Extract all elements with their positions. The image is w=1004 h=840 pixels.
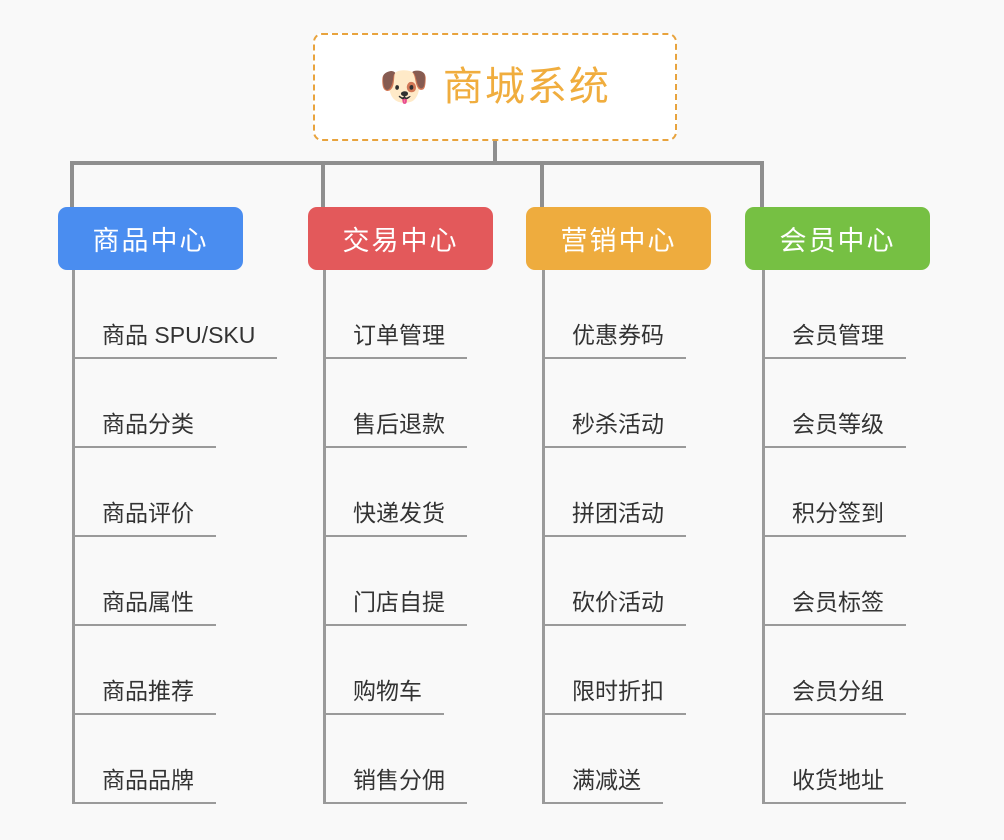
connector-bus-bar: [70, 161, 764, 165]
connector-root-stem: [493, 141, 497, 165]
leaf-item[interactable]: 销售分佣: [323, 715, 467, 804]
shiba-dog-face-icon: 🐶: [379, 65, 429, 109]
category-box-product-center[interactable]: 商品中心: [58, 207, 243, 270]
leaf-item[interactable]: 限时折扣: [542, 626, 686, 715]
leaf-item[interactable]: 门店自提: [323, 537, 467, 626]
root-node[interactable]: 🐶 商城系统: [313, 33, 677, 141]
leaf-item-label: 优惠券码: [542, 322, 686, 359]
leaf-item-label: 商品评价: [72, 500, 216, 537]
leaf-item-label: 砍价活动: [542, 589, 686, 626]
category-box-member-center[interactable]: 会员中心: [745, 207, 930, 270]
connector-drop-member-center: [760, 161, 764, 207]
leaf-item-label: 销售分佣: [323, 767, 467, 804]
leaf-item-label: 会员等级: [762, 411, 906, 448]
leaf-item[interactable]: 会员分组: [762, 626, 906, 715]
leaf-item[interactable]: 商品分类: [72, 359, 216, 448]
leaf-spine: [542, 270, 545, 804]
leaf-item-label: 会员分组: [762, 678, 906, 715]
leaf-item[interactable]: 购物车: [323, 626, 444, 715]
leaf-item-label: 会员管理: [762, 322, 906, 359]
leaf-item[interactable]: 砍价活动: [542, 537, 686, 626]
leaf-item[interactable]: 积分签到: [762, 448, 906, 537]
leaf-item-label: 收货地址: [762, 767, 906, 804]
leaf-item-label: 商品属性: [72, 589, 216, 626]
category-box-marketing-center[interactable]: 营销中心: [526, 207, 711, 270]
leaf-item[interactable]: 商品评价: [72, 448, 216, 537]
connector-drop-marketing-center: [540, 161, 544, 207]
leaf-item[interactable]: 商品 SPU/SKU: [72, 270, 278, 359]
category-label: 会员中心: [779, 226, 896, 256]
leaf-item[interactable]: 优惠券码: [542, 270, 686, 359]
leaf-item[interactable]: 快递发货: [323, 448, 467, 537]
leaf-item-label: 订单管理: [323, 322, 467, 359]
leaf-item[interactable]: 收货地址: [762, 715, 906, 804]
category-label: 商品中心: [92, 226, 209, 256]
leaf-item-label: 门店自提: [323, 589, 467, 626]
category-label: 营销中心: [560, 226, 677, 256]
leaf-item[interactable]: 会员管理: [762, 270, 906, 359]
leaf-item-label: 会员标签: [762, 589, 906, 626]
leaf-item-label: 商品品牌: [72, 767, 216, 804]
leaf-item-label: 秒杀活动: [542, 411, 686, 448]
leaf-spine: [72, 270, 75, 804]
category-label: 交易中心: [342, 226, 459, 256]
leaf-item-label: 商品 SPU/SKU: [72, 322, 278, 359]
leaf-item[interactable]: 会员等级: [762, 359, 906, 448]
leaf-spine: [762, 270, 765, 804]
leaf-spine: [323, 270, 326, 804]
root-title: 商城系统: [442, 65, 611, 109]
connector-drop-trade-center: [321, 161, 325, 207]
leaf-item[interactable]: 会员标签: [762, 537, 906, 626]
leaf-item[interactable]: 商品属性: [72, 537, 216, 626]
leaf-item-label: 拼团活动: [542, 500, 686, 537]
leaf-item-label: 购物车: [323, 678, 444, 715]
leaf-item[interactable]: 售后退款: [323, 359, 467, 448]
leaf-item[interactable]: 商品推荐: [72, 626, 216, 715]
leaf-item[interactable]: 拼团活动: [542, 448, 686, 537]
leaf-item-label: 满减送: [542, 767, 663, 804]
category-box-trade-center[interactable]: 交易中心: [308, 207, 493, 270]
connector-drop-product-center: [70, 161, 74, 207]
leaf-item-label: 商品分类: [72, 411, 216, 448]
leaf-item-label: 积分签到: [762, 500, 906, 537]
leaf-item-label: 快递发货: [323, 500, 467, 537]
leaf-item-label: 限时折扣: [542, 678, 686, 715]
leaf-item[interactable]: 商品品牌: [72, 715, 216, 804]
leaf-item[interactable]: 订单管理: [323, 270, 467, 359]
leaf-item-label: 售后退款: [323, 411, 467, 448]
leaf-item-label: 商品推荐: [72, 678, 216, 715]
leaf-item[interactable]: 秒杀活动: [542, 359, 686, 448]
leaf-item[interactable]: 满减送: [542, 715, 663, 804]
